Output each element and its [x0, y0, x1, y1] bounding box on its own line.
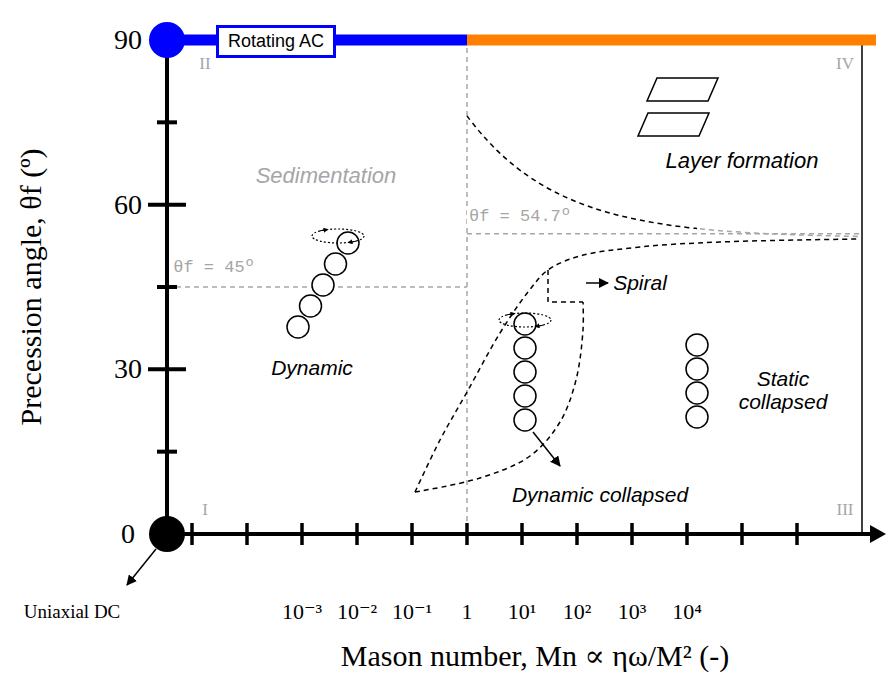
- x-tick: [190, 523, 194, 545]
- particle: [686, 334, 708, 356]
- rotation-ellipse: [312, 229, 364, 243]
- x-tick: [465, 523, 469, 545]
- particle: [325, 253, 347, 275]
- leader-arrow: [586, 282, 608, 284]
- x-axis-arrow: [870, 525, 886, 543]
- particle: [514, 385, 536, 407]
- regime-label: Static collapsed: [731, 367, 836, 413]
- x-tick: [795, 523, 799, 545]
- x-tick: [685, 523, 689, 545]
- particle: [514, 409, 536, 431]
- x-tick: [410, 523, 414, 545]
- tick-label: 60: [114, 189, 142, 220]
- collapse-boundary: [415, 302, 583, 492]
- leader-arrow: [533, 432, 560, 466]
- y-tick: [157, 120, 177, 124]
- region-number: II: [199, 55, 210, 74]
- tick-label: 30: [114, 354, 142, 385]
- regime-label: Dynamic: [271, 356, 353, 379]
- rotation-ellipse: [499, 313, 551, 327]
- angle-label: θf = 54.7º: [467, 208, 573, 227]
- static-collapsed-chain: [686, 334, 708, 428]
- tick-label: 10⁻²: [337, 600, 377, 624]
- high-mason-bar: [467, 35, 876, 46]
- region-boundary: [861, 40, 863, 534]
- collapse-boundary: [415, 239, 860, 492]
- tick-label: 10⁻³: [282, 600, 322, 624]
- tick-label: 10⁻¹: [392, 600, 432, 624]
- regime-label: Dynamic collapsed: [512, 483, 688, 506]
- axis-title: Mason number, Mn ∝ ηω/M² (-): [341, 639, 730, 672]
- x-tick: [520, 523, 524, 545]
- x-tick: [630, 523, 634, 545]
- x-axis: [167, 532, 872, 536]
- spiral-region: [548, 270, 583, 302]
- tick-label: 10⁴: [672, 600, 702, 624]
- x-tick: [245, 523, 249, 545]
- particle: [312, 274, 334, 296]
- node-text: Rotating AC: [228, 31, 324, 52]
- rotating-field-dot: [149, 22, 185, 58]
- y-tick: [157, 450, 177, 454]
- rotation-arrow: [535, 325, 543, 326]
- particle: [686, 406, 708, 428]
- tick-label: 90: [114, 25, 142, 56]
- field-type-box: Rotating AC: [216, 25, 336, 58]
- region-number: I: [202, 501, 208, 520]
- tick-label: 1: [462, 600, 473, 624]
- layer-sheet: [638, 113, 709, 136]
- x-tick: [300, 523, 304, 545]
- layer-boundary: [700, 229, 860, 237]
- x-tick: [355, 523, 359, 545]
- y-tick: [157, 285, 177, 289]
- region-number: IV: [836, 55, 854, 74]
- regime-label: Spiral: [613, 271, 667, 294]
- mn-one-line: [466, 48, 468, 534]
- rotation-arrow: [348, 241, 356, 242]
- tick-label: 0: [121, 519, 135, 550]
- leader-arrow: [127, 549, 156, 585]
- plot-art: [127, 22, 886, 585]
- particle: [514, 361, 536, 383]
- dynamic-collapsed-chain: [514, 313, 536, 431]
- particle: [514, 337, 536, 359]
- rotation-arrow: [320, 229, 328, 230]
- particle: [686, 358, 708, 380]
- tick-label: 10³: [618, 600, 647, 624]
- tick-label: 10²: [563, 600, 592, 624]
- dynamic-chain: [287, 232, 359, 338]
- y-tick: [148, 367, 186, 371]
- angle-label: θf = 45º: [173, 259, 255, 278]
- axis-title: Precession angle, θf (º): [14, 149, 47, 426]
- particle: [514, 313, 536, 335]
- magic-angle-line: [467, 233, 862, 235]
- x-tick: [740, 523, 744, 545]
- regime-label: Layer formation: [666, 149, 819, 173]
- x-tick: [575, 523, 579, 545]
- layer-sheet: [647, 78, 718, 101]
- uniaxial-dot: [149, 516, 185, 552]
- region-number: III: [837, 501, 854, 520]
- axis-note: Uniaxial DC: [24, 602, 121, 623]
- particle: [686, 382, 708, 404]
- regime-label: Sedimentation: [256, 164, 397, 188]
- y-tick: [148, 203, 186, 207]
- rotation-arrow: [507, 313, 515, 314]
- particle: [300, 295, 322, 317]
- particle: [287, 316, 309, 338]
- tick-label: 10¹: [508, 600, 537, 624]
